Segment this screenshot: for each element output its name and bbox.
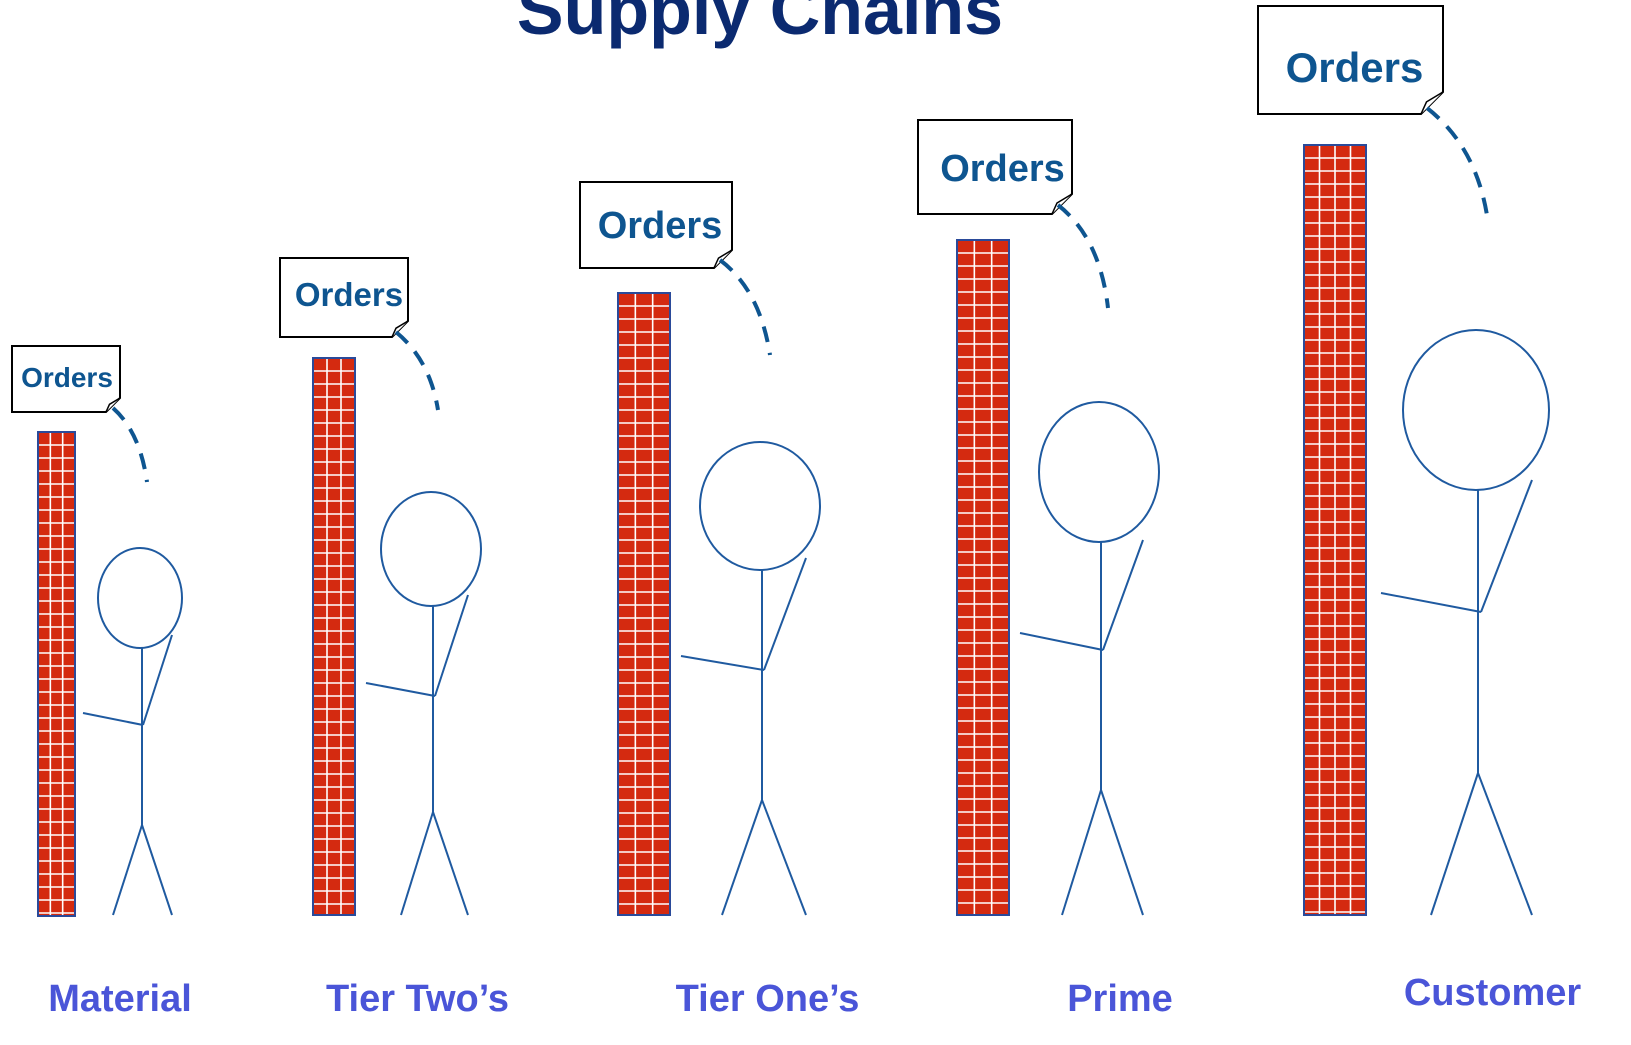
stick-figure-head-tier-one xyxy=(699,441,821,571)
order-stack-material xyxy=(37,431,76,917)
order-note-fold-material xyxy=(105,397,121,413)
role-label-prime: Prime xyxy=(1067,978,1173,1020)
stick-figure-left-leg-prime xyxy=(1061,789,1102,916)
stick-figure-right-leg-prime xyxy=(1100,789,1144,916)
order-tether-line-tier-two xyxy=(394,330,440,411)
order-note-fold-tier-one xyxy=(713,249,733,269)
stick-figure-right-leg-tier-one xyxy=(761,799,807,916)
stick-figure-left-arm-tier-two xyxy=(365,682,436,697)
stick-figure-right-arm-tier-two xyxy=(434,594,469,697)
order-note-fold-prime xyxy=(1051,193,1073,215)
order-tether-line-tier-one xyxy=(718,258,772,356)
order-note-fold-customer xyxy=(1420,91,1444,115)
stick-figure-right-leg-tier-two xyxy=(432,811,469,916)
role-label-customer: Customer xyxy=(1403,972,1582,1014)
order-stack-grid-tier-two xyxy=(314,359,354,914)
role-label-tier-one: Tier One’s xyxy=(675,978,860,1020)
order-tether-line-prime xyxy=(1056,203,1110,309)
order-stack-tier-one xyxy=(617,292,671,916)
order-stack-grid-material xyxy=(39,433,74,915)
stick-figure-left-leg-tier-one xyxy=(721,799,763,916)
stick-figure-left-arm-customer xyxy=(1380,592,1482,613)
order-note-label-material: Orders xyxy=(21,362,113,393)
order-note-label-customer: Orders xyxy=(1285,44,1424,91)
stick-figure-head-customer xyxy=(1402,329,1550,491)
order-tether-line-material xyxy=(111,406,149,483)
role-label-tier-two: Tier Two’s xyxy=(325,978,509,1020)
stick-figure-right-arm-customer xyxy=(1480,479,1533,613)
diagram-title: Supply Chains xyxy=(516,0,1004,49)
stick-figure-head-tier-two xyxy=(380,491,482,607)
stick-figure-head-material xyxy=(97,547,183,649)
order-note-label-tier-two: Orders xyxy=(294,276,404,313)
order-stack-grid-customer xyxy=(1305,146,1365,914)
order-stack-grid-prime xyxy=(958,241,1008,914)
order-stack-grid-tier-one xyxy=(619,294,669,914)
order-stack-tier-two xyxy=(312,357,356,916)
stick-figure-right-arm-tier-one xyxy=(763,557,807,671)
stick-figure-left-leg-customer xyxy=(1430,772,1479,916)
stick-figure-right-arm-prime xyxy=(1102,539,1144,651)
order-note-label-prime: Orders xyxy=(940,148,1065,190)
stick-figure-left-arm-material xyxy=(82,712,144,726)
order-tether-line-customer xyxy=(1425,106,1490,223)
stick-figure-left-leg-tier-two xyxy=(400,811,434,916)
stick-figure-right-leg-customer xyxy=(1477,772,1533,916)
order-note-label-tier-one: Orders xyxy=(597,205,723,247)
role-label-material: Material xyxy=(48,978,192,1020)
stick-figure-left-arm-prime xyxy=(1019,632,1104,651)
stick-figure-right-leg-material xyxy=(141,824,173,916)
stick-figure-left-arm-tier-one xyxy=(680,655,765,671)
stick-figure-left-leg-material xyxy=(112,824,143,916)
stick-figure-right-arm-material xyxy=(142,634,173,726)
stick-figure-head-prime xyxy=(1038,401,1160,543)
